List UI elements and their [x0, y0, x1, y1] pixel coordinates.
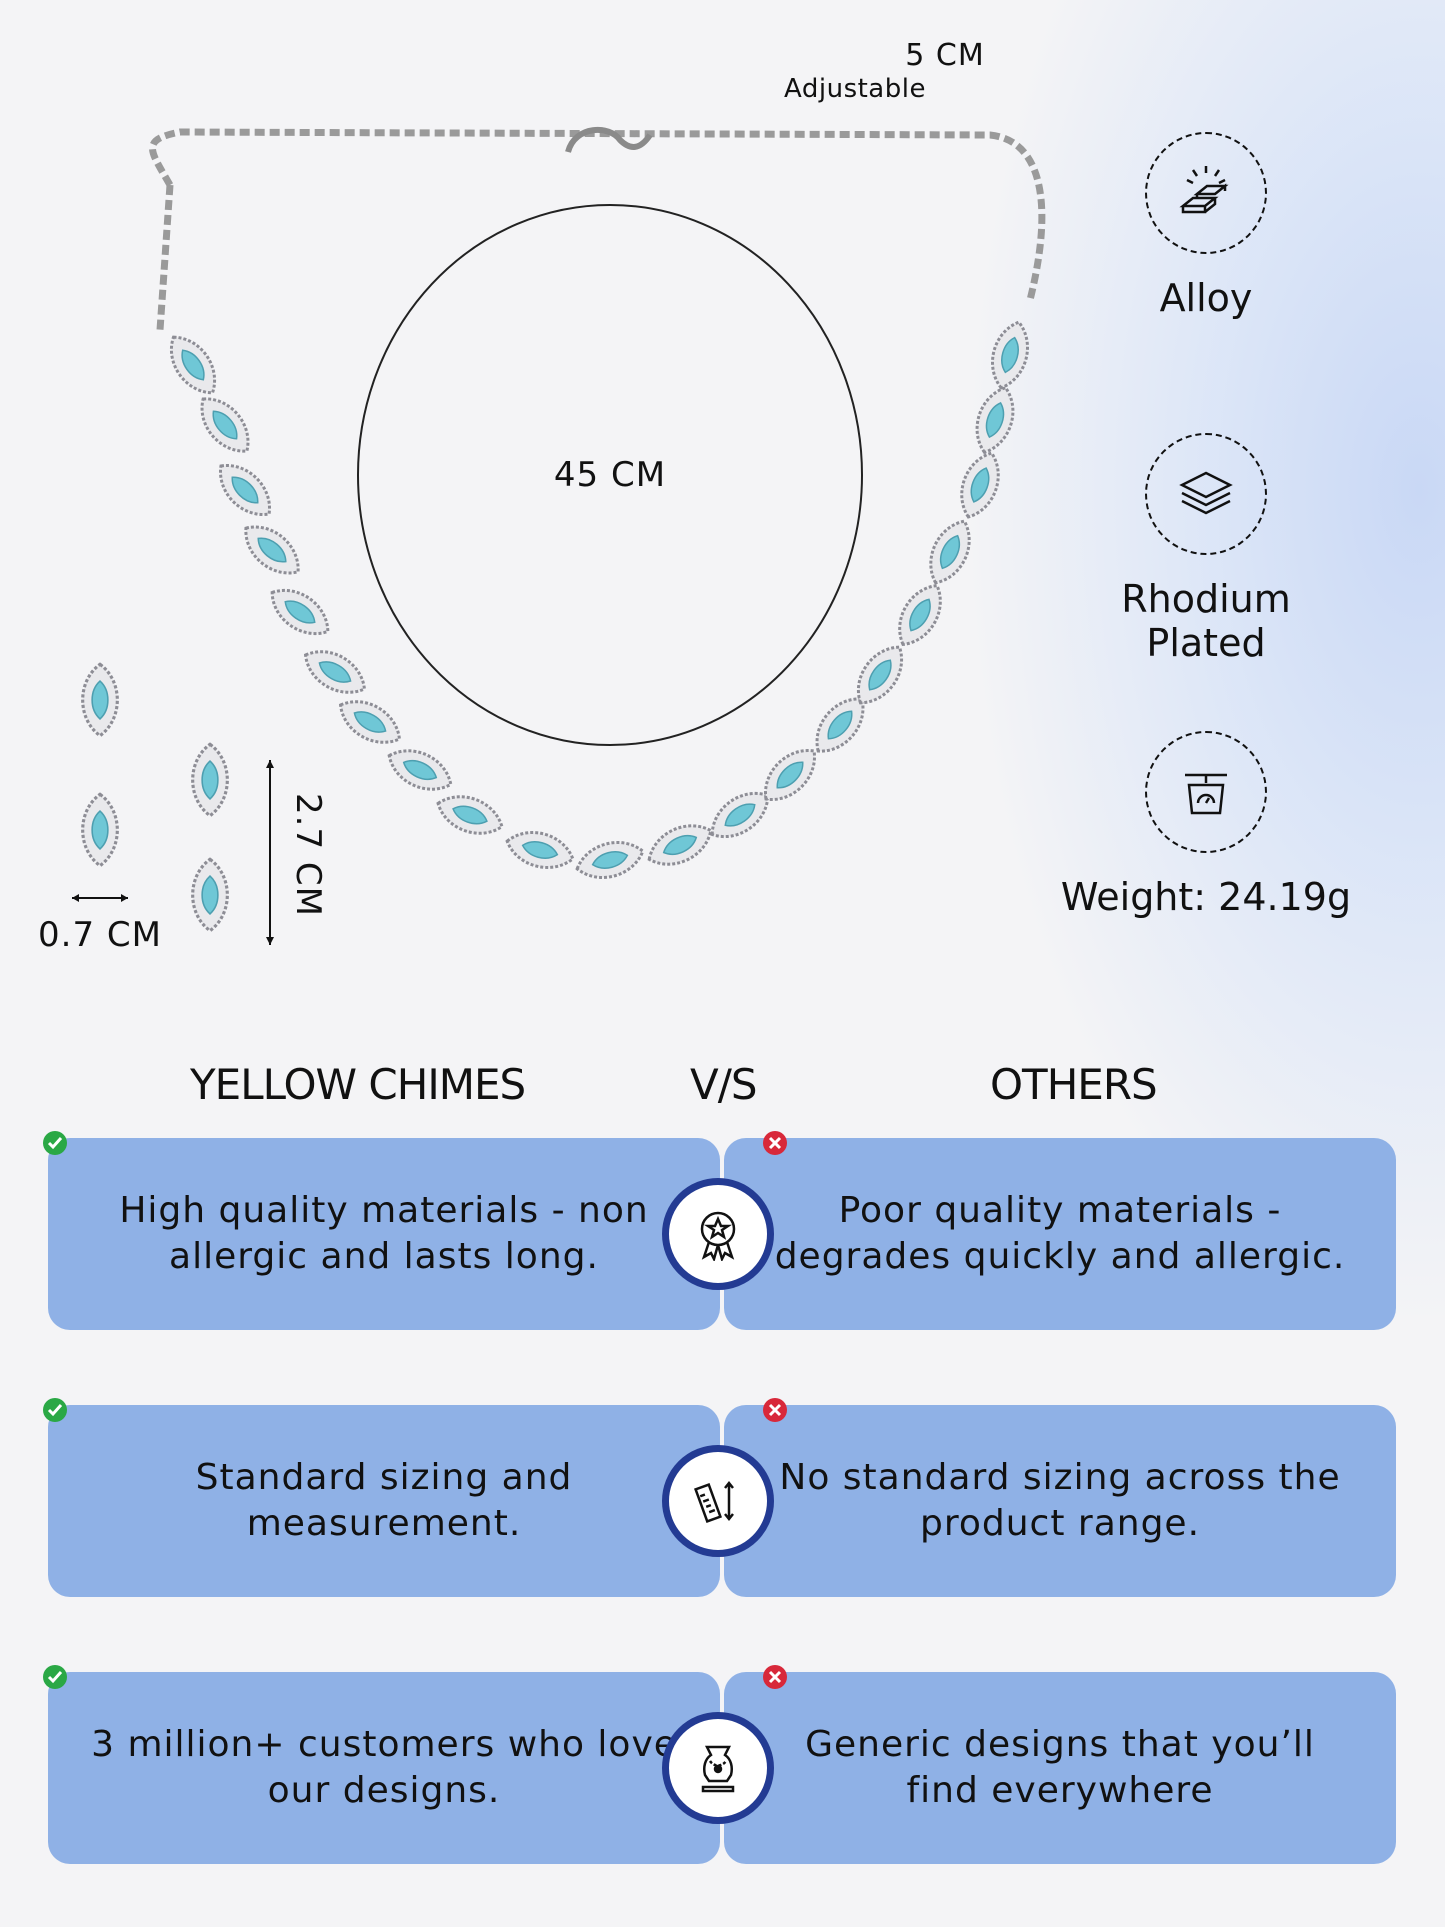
necklace-stone: [303, 650, 367, 694]
necklace-stone: [81, 662, 119, 738]
scale-icon: [1145, 731, 1267, 853]
feature-label: Weight: 24.19g: [1060, 875, 1352, 919]
necklace-stone: [244, 525, 300, 575]
others-heading: OTHERS: [990, 1060, 1158, 1109]
necklace-stone: [991, 320, 1029, 390]
theirs-text: Poor quality materials - degrades quickl…: [774, 1190, 1346, 1277]
necklace-stone: [505, 831, 575, 869]
comparison-row: Standard sizing and measurement. No stan…: [43, 1398, 1396, 1597]
ours-card: Standard sizing and measurement.: [48, 1405, 720, 1597]
necklace-chain: [149, 128, 1046, 301]
necklace-stone: [81, 792, 119, 868]
ours-card: 3 million+ customers who love our design…: [48, 1672, 720, 1864]
product-illustration: [72, 126, 1046, 945]
ours-text: 3 million+ customers who love our design…: [91, 1724, 677, 1811]
gold-bars-icon: [1145, 132, 1267, 254]
cross-icon: [763, 1131, 787, 1155]
necklace-stone: [200, 397, 250, 453]
necklace-stone: [647, 824, 713, 866]
necklace-stone: [338, 700, 402, 744]
check-icon: [43, 1398, 67, 1422]
necklace-stone: [219, 464, 271, 516]
necklace-stone: [764, 749, 816, 801]
necklace-stone: [929, 519, 971, 585]
necklace-stone: [960, 451, 1000, 519]
check-icon: [43, 1131, 67, 1155]
necklace-stone: [710, 792, 770, 838]
chain-extension-label: 5 CM: [905, 38, 985, 73]
feature-rhodium: Rhodium Plated: [1056, 433, 1356, 665]
ours-text: High quality materials - non allergic an…: [119, 1190, 649, 1277]
check-icon: [43, 1665, 67, 1689]
ours-card: High quality materials - non allergic an…: [48, 1138, 720, 1330]
ruler-icon: [662, 1445, 774, 1557]
length-circle: [357, 204, 863, 746]
necklace-stone: [191, 857, 229, 933]
cross-icon: [763, 1398, 787, 1422]
necklace-stone: [975, 385, 1015, 455]
theirs-text: No standard sizing across the product ra…: [779, 1457, 1341, 1544]
jewelry-display-icon: [662, 1712, 774, 1824]
necklace-stone: [857, 645, 903, 705]
cross-icon: [763, 1665, 787, 1689]
necklace-stone: [387, 749, 453, 791]
theirs-card: Generic designs that you’ll find everywh…: [724, 1672, 1396, 1864]
vs-heading: V/S: [690, 1060, 758, 1109]
necklace-stone: [191, 742, 229, 818]
theirs-text: Generic designs that you’ll find everywh…: [805, 1724, 1315, 1811]
ours-text: Standard sizing and measurement.: [195, 1457, 573, 1544]
earring-width-label: 0.7 CM: [38, 915, 162, 955]
comparison-row: High quality materials - non allergic an…: [43, 1131, 1396, 1330]
necklace-stone: [436, 795, 504, 835]
necklace-stone: [270, 589, 330, 635]
theirs-card: Poor quality materials - degrades quickl…: [724, 1138, 1396, 1330]
chain-extension-note: Adjustable: [784, 74, 926, 104]
feature-label: Rhodium Plated: [1121, 577, 1291, 665]
necklace-stone: [815, 697, 865, 753]
theirs-card: No standard sizing across the product ra…: [724, 1405, 1396, 1597]
necklace-stone: [575, 841, 645, 879]
feature-alloy: Alloy: [1056, 132, 1356, 320]
feature-label: Alloy: [1159, 276, 1253, 320]
earring-height-label: 2.7 CM: [288, 793, 328, 917]
necklace-stone: [898, 583, 942, 647]
necklace-stone: [170, 335, 216, 395]
quality-badge-icon: [662, 1178, 774, 1290]
comparison-row: 3 million+ customers who love our design…: [43, 1665, 1396, 1864]
layers-icon: [1145, 433, 1267, 555]
brand-heading: YELLOW CHIMES: [190, 1060, 526, 1109]
feature-weight: Weight: 24.19g: [1056, 731, 1356, 919]
necklace-length-label: 45 CM: [553, 455, 667, 495]
hook-clasp: [565, 126, 653, 154]
